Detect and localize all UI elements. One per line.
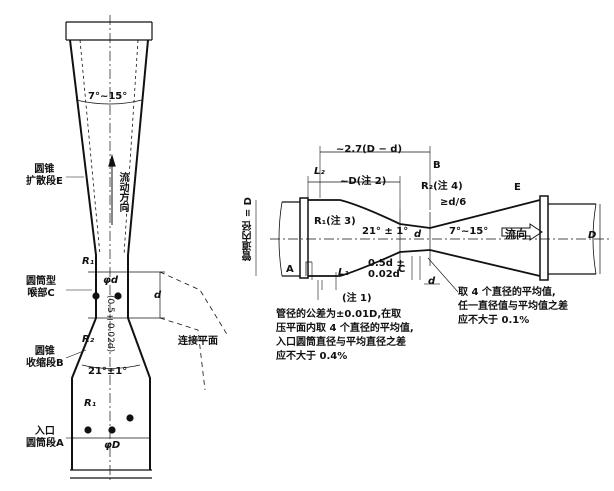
connect-plane-label: 连接平面 xyxy=(178,336,218,347)
dim-D-note-label: ~D(注 2) xyxy=(340,176,387,187)
d-bottom-label: d xyxy=(428,276,436,287)
A-label: A xyxy=(286,264,294,275)
d-dim-label: d xyxy=(154,290,162,301)
d6-label: ≥d/6 xyxy=(440,197,467,208)
R2-note-label: R₂(注 4) xyxy=(421,181,463,192)
R1-note-label: R₁(注 3) xyxy=(314,216,356,227)
note1-label: (注 1) xyxy=(342,293,372,304)
angle-convergent-label: 21° ± 1° xyxy=(362,226,409,237)
C-label: C xyxy=(398,264,406,275)
flow-direction-label: 流动方向 xyxy=(117,172,128,212)
L2-label: L₂ xyxy=(314,166,325,177)
convergent-right-wall xyxy=(127,317,151,470)
left-note-block: 管径的公差为±0.01D,在取 压平面内取 4 个直径的平均值, 入口圆筒直径与… xyxy=(276,309,414,362)
diffuser-section-label: 圆锥扩散段E xyxy=(26,164,63,187)
phi-d-label: φd xyxy=(103,275,118,286)
d-small-label: d xyxy=(414,229,422,240)
pipe-inner-label: 管道内径 = D xyxy=(243,197,254,261)
convergent-section-label: 圆锥收缩段B xyxy=(26,346,64,369)
E-label: E xyxy=(514,182,521,193)
diffuser-right-wall xyxy=(127,39,149,272)
inlet-section-label: 入口圆筒段A xyxy=(26,426,64,449)
B-label: B xyxy=(433,160,441,171)
angle-diffuser-label: 7°~15° xyxy=(449,226,489,237)
right-flange xyxy=(539,195,549,281)
throat-section-label: 圆筒型喉部C xyxy=(26,276,56,299)
diffuser-top xyxy=(429,199,541,229)
r2-label: R₂ xyxy=(82,334,95,345)
L1-label: L₁ xyxy=(338,267,349,278)
dim-top-label: ~2.7(D − d) xyxy=(336,144,403,155)
flow-label: 流向 xyxy=(505,228,527,241)
throat-len-label: 0.5d ±0.02d xyxy=(368,258,405,280)
diffuser-bottom xyxy=(429,249,541,277)
phi-D-label: φD xyxy=(104,440,121,451)
left-flange xyxy=(299,197,309,279)
r1-bottom-label: R₁ xyxy=(84,398,97,409)
diffuser-left-wall xyxy=(69,39,97,272)
diffuser-angle-label: 7°~15° xyxy=(88,91,128,102)
right-note-block: 取 4 个直径的平均值, 任一直径值与平均值之差 应不大于 0.1% xyxy=(458,287,568,326)
convergent-left-wall xyxy=(71,317,97,470)
cone-angle-label: 21°±1° xyxy=(88,366,128,377)
D-right-label: D xyxy=(588,230,597,241)
r1-top-label: R₁ xyxy=(82,256,95,267)
throat-length-label: (0.5±0.02d) xyxy=(105,295,115,353)
